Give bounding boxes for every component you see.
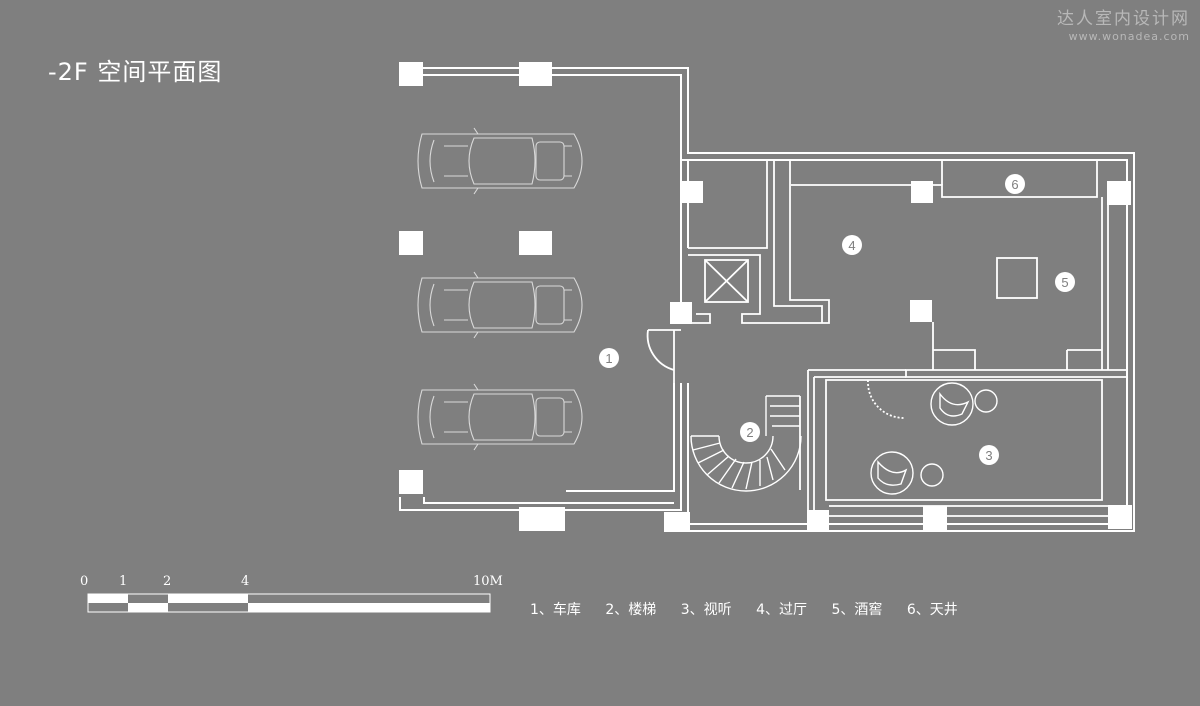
legend-item-wine-cellar: 5、酒窖 (831, 602, 883, 618)
svg-text:1: 1 (605, 351, 612, 366)
outer-walls (399, 67, 1135, 532)
svg-text:5: 5 (1061, 275, 1068, 290)
legend-item-av-room: 3、视听 (680, 602, 732, 618)
room-marker-3: 3 (979, 445, 999, 465)
legend-item-patio: 6、天井 (906, 602, 958, 618)
svg-text:2: 2 (746, 425, 753, 440)
scale-tick-4: 4 (241, 574, 250, 589)
interior-walls (646, 160, 1128, 525)
room-marker-1: 1 (599, 348, 619, 368)
room-marker-5: 5 (1055, 272, 1075, 292)
legend-item-garage: 1、车库 (530, 602, 581, 618)
spiral-staircase (690, 395, 802, 492)
structural-columns (399, 62, 1132, 532)
svg-text:6: 6 (1011, 177, 1018, 192)
legend-item-hall: 4、过厅 (756, 602, 808, 618)
room-markers: 1 2 3 4 5 6 (599, 174, 1075, 465)
watermark-url: www.wonadea.com (1068, 30, 1190, 43)
svg-text:3: 3 (985, 448, 992, 463)
scale-tick-1: 1 (119, 574, 128, 589)
scale-tick-2: 2 (163, 574, 172, 589)
scale-bar (87, 593, 491, 613)
plan-title: -2F 空间平面图 (48, 58, 223, 86)
room-marker-2: 2 (740, 422, 760, 442)
room-legend: 1、车库 2、楼梯 3、视听 4、过厅 5、酒窖 6、天井 (530, 599, 978, 619)
av-room-furniture (870, 382, 998, 495)
scale-tick-0: 0 (80, 574, 89, 589)
watermark-name: 达人室内设计网 (1057, 9, 1190, 29)
svg-text:4: 4 (848, 238, 855, 253)
watermark: 达人室内设计网 www.wonadea.com (1057, 4, 1190, 43)
scale-tick-10m: 10M (473, 574, 503, 589)
room-marker-6: 6 (1005, 174, 1025, 194)
legend-item-stairs: 2、楼梯 (605, 602, 657, 618)
room-marker-4: 4 (842, 235, 862, 255)
parked-cars (417, 127, 583, 451)
